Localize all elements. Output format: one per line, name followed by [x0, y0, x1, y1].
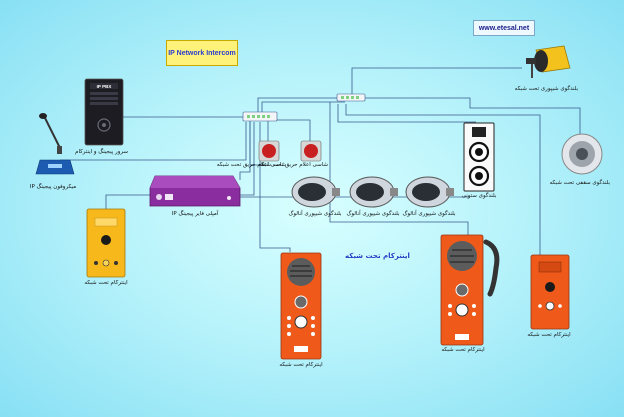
microphone-icon	[35, 113, 75, 175]
intercom-center-label: اینترکام تحت شبکه	[279, 362, 323, 368]
website-label: www.etesal.net	[473, 20, 535, 36]
column-speaker-icon	[463, 122, 495, 192]
switch-top	[336, 93, 366, 102]
horn-speaker-net-label: بلندگوی شیپوری تحت شبکه	[514, 86, 578, 92]
ceiling-speaker-icon	[561, 133, 603, 175]
horn-speaker-2-icon	[349, 176, 398, 208]
call-button-2-label: شاسی اعلام حریق تحت شبکه	[258, 162, 328, 168]
horn-speaker-1-label: بلندگوی شیپوری آنالوگ	[288, 211, 342, 217]
diagram-title: IP Network Intercom	[166, 40, 238, 66]
switch-main	[242, 111, 278, 122]
call-button-2-icon	[300, 140, 322, 162]
microphone-label: میکروفون پیجینگ IP	[29, 184, 77, 190]
amplifier-label: آمپلی فایر پیجینگ IP	[171, 211, 219, 217]
server-badge: IP PBX	[97, 84, 112, 89]
amplifier-icon	[149, 175, 241, 207]
horn-speaker-net-icon	[526, 45, 571, 78]
horn-speaker-1-icon	[291, 176, 340, 208]
network-intercom-label: اینترکام تحت شبکه	[345, 252, 410, 260]
intercom-handset-label: اینترکام تحت شبکه	[441, 347, 485, 353]
ceiling-speaker-label: بلندگوی سقفی تحت شبکه	[549, 180, 610, 186]
horn-speaker-2-label: بلندگوی شیپوری آنالوگ	[346, 211, 400, 217]
call-button-1-label: شاسی اعلام حریق تحت شبکه	[216, 162, 286, 168]
intercom-right-icon	[530, 254, 570, 330]
intercom-left-label: اینترکام تحت شبکه	[84, 280, 128, 286]
intercom-yellow-icon	[86, 208, 126, 278]
call-button-1-icon	[258, 140, 280, 162]
intercom-handset-icon	[440, 234, 500, 346]
horn-speaker-3-label: بلندگوی شیپوری آنالوگ	[402, 211, 456, 217]
column-speaker-label: بلندگوی ستونی	[461, 193, 497, 199]
horn-speaker-3-icon	[405, 176, 454, 208]
intercom-right-label: اینترکام تحت شبکه	[527, 332, 571, 338]
intercom-center-icon	[280, 252, 322, 360]
server-label: سرور پیجینگ و اینترکام	[75, 149, 128, 155]
server-icon: IP PBX	[84, 78, 124, 146]
